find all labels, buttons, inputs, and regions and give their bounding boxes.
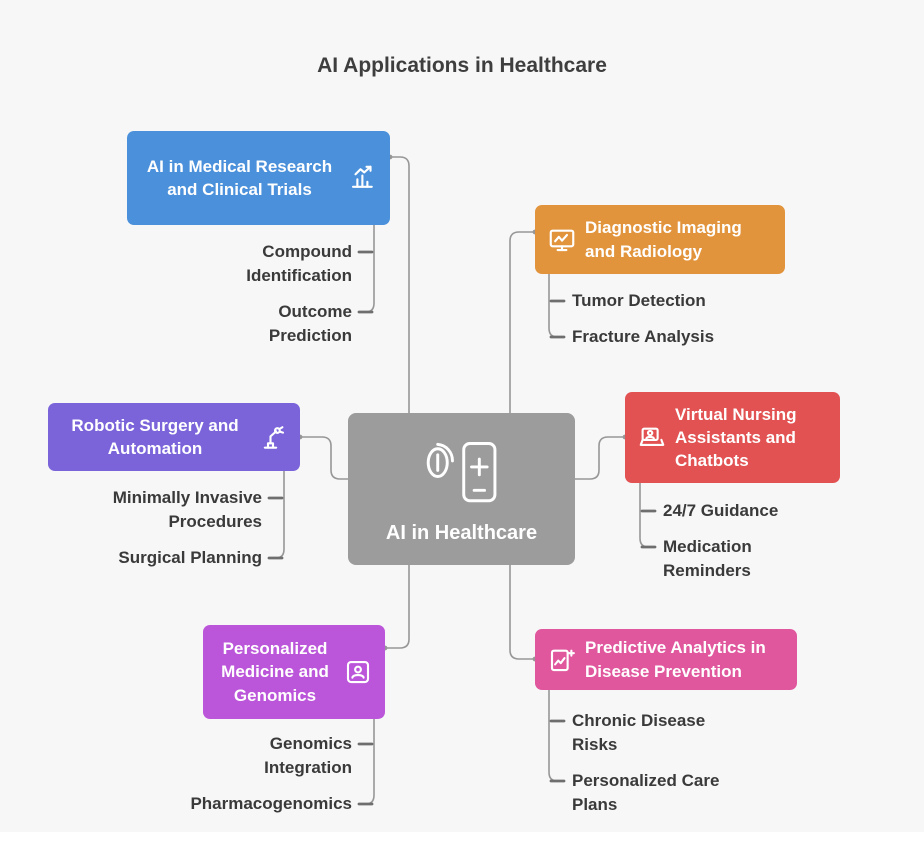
spine-robotic bbox=[269, 470, 285, 559]
spine-nursing bbox=[639, 482, 655, 548]
child-minimally-invasive-procedures: Minimally Invasive Procedures bbox=[112, 488, 262, 531]
child-chronic-disease-risks: Chronic Disease Risks bbox=[572, 711, 706, 754]
branch-robotic: Robotic Surgery and Automation bbox=[48, 403, 300, 471]
spine-imaging bbox=[548, 273, 564, 338]
center-node: AI in Healthcare bbox=[348, 413, 575, 565]
child-genomics-integration: Genomics Integration bbox=[264, 734, 352, 777]
spine-analytics bbox=[548, 689, 564, 782]
branch-research: AI in Medical Research and Clinical Tria… bbox=[127, 131, 390, 225]
branch-analytics: Predictive Analytics in Disease Preventi… bbox=[535, 629, 797, 690]
branch-research-label: AI in Medical Research and Clinical Tria… bbox=[146, 156, 333, 199]
page-title: AI Applications in Healthcare bbox=[317, 54, 607, 77]
child-surgical-planning: Surgical Planning bbox=[118, 548, 262, 567]
branch-genomics: Personalized Medicine and Genomics bbox=[203, 625, 385, 719]
branch-robotic-label: Robotic Surgery and Automation bbox=[71, 415, 239, 458]
branch-nursing-label: Virtual Nursing Assistants and Chatbots bbox=[675, 404, 797, 471]
connector-research bbox=[389, 156, 410, 414]
connector-nursing bbox=[574, 436, 626, 480]
branch-genomics-label: Personalized Medicine and Genomics bbox=[221, 639, 329, 705]
child-medication-reminders: Medication Reminders bbox=[663, 537, 752, 580]
chat-laptop-icon bbox=[637, 423, 667, 453]
chart-plus-icon bbox=[547, 645, 577, 675]
spine-research bbox=[359, 224, 375, 313]
child-tumor-detection: Tumor Detection bbox=[572, 291, 706, 310]
spine-genomics bbox=[359, 718, 375, 805]
branch-nursing: Virtual Nursing Assistants and Chatbots bbox=[625, 392, 840, 483]
branch-imaging-label: Diagnostic Imaging and Radiology bbox=[585, 218, 742, 261]
branch-imaging: Diagnostic Imaging and Radiology bbox=[535, 205, 785, 274]
connector-imaging bbox=[509, 231, 536, 414]
connector-genomics bbox=[384, 564, 410, 649]
person-badge-icon bbox=[343, 657, 373, 687]
branch-analytics-label: Predictive Analytics in Disease Preventi… bbox=[585, 638, 766, 681]
connector-robotic bbox=[299, 436, 349, 480]
bottom-strip bbox=[0, 832, 924, 844]
connector-analytics bbox=[509, 564, 536, 660]
phone-health-icon bbox=[410, 433, 514, 518]
child-personalized-care-plans: Personalized Care Plans bbox=[572, 771, 720, 814]
monitor-scan-icon bbox=[547, 225, 577, 255]
child-outcome-prediction: Outcome Prediction bbox=[268, 302, 352, 345]
center-node-label: AI in Healthcare bbox=[385, 522, 538, 544]
robot-arm-icon bbox=[258, 422, 288, 452]
child-24-7-guidance: 24/7 Guidance bbox=[663, 501, 779, 520]
child-compound-identification: Compound Identification bbox=[246, 242, 352, 285]
research-chart-icon bbox=[348, 163, 378, 193]
child-pharmacogenomics: Pharmacogenomics bbox=[190, 794, 352, 813]
child-fracture-analysis: Fracture Analysis bbox=[572, 327, 715, 346]
